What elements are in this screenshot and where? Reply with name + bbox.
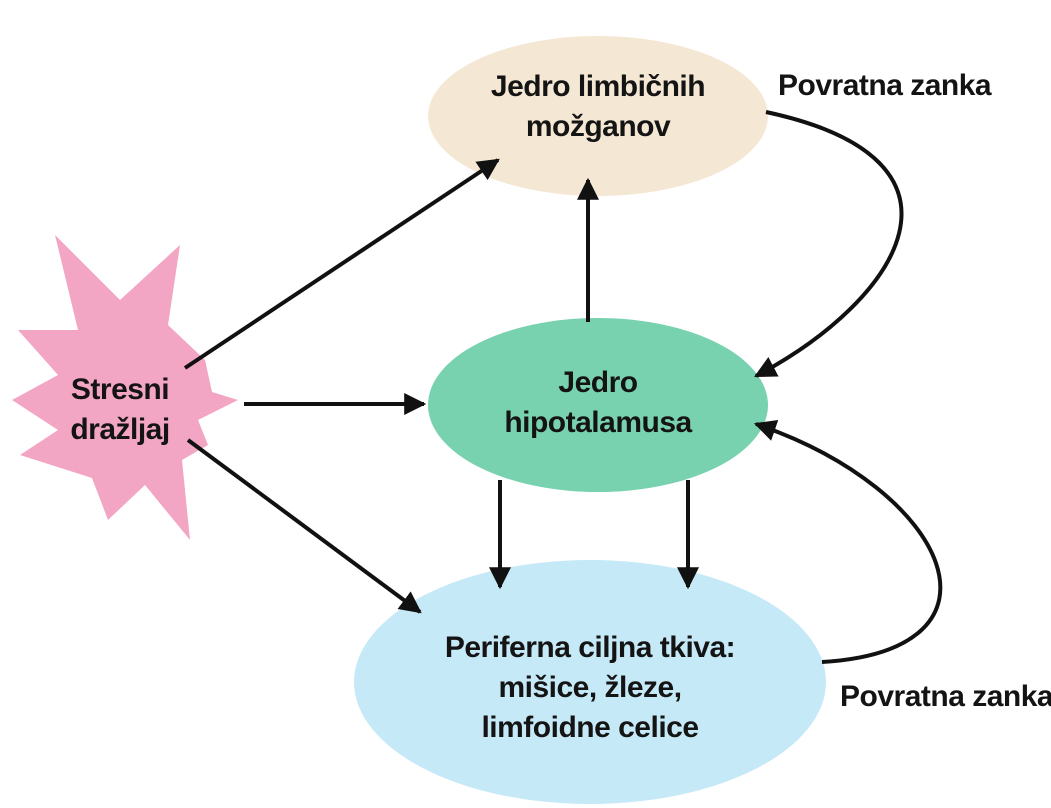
- stress-stimulus-label: Stresni dražljaj: [55, 370, 185, 450]
- limbic-node-label: Jedro limbičnih možganov: [478, 67, 718, 147]
- peripheral-node-label: Periferna ciljna tkiva: mišice, žleze, l…: [420, 628, 760, 748]
- limbic-label-line1: Jedro limbičnih: [490, 70, 706, 103]
- peripheral-label-line1: Periferna ciljna tkiva:: [444, 631, 736, 664]
- hypothalamus-label-line2: hipotalamusa: [504, 406, 692, 439]
- feedback-loop-top-arrow: [754, 110, 904, 378]
- stress-stimulus-shape: [12, 235, 238, 540]
- arrow-stimulus-to-limbic: [183, 158, 500, 370]
- feedback-label-bottom: Povratna zanka: [840, 680, 1051, 713]
- hypothalamus-node-label: Jedro hipotalamusa: [478, 363, 718, 443]
- peripheral-node: [354, 560, 826, 804]
- feedback-label-top: Povratna zanka: [778, 69, 992, 102]
- limbic-node: [428, 36, 768, 196]
- arrow-stimulus-to-peripheral: [186, 438, 422, 614]
- peripheral-label-line2: mišice, žleze,: [498, 671, 682, 704]
- stimulus-label-line1: Stresni: [70, 373, 170, 406]
- stimulus-label-line2: dražljaj: [70, 413, 170, 446]
- hypothalamus-label-line1: Jedro: [558, 366, 638, 399]
- feedback-loop-bottom-arrow: [753, 419, 943, 664]
- hypothalamus-node: [428, 318, 768, 492]
- limbic-label-line2: možganov: [525, 110, 671, 143]
- peripheral-label-line3: limfoidne celice: [481, 711, 699, 744]
